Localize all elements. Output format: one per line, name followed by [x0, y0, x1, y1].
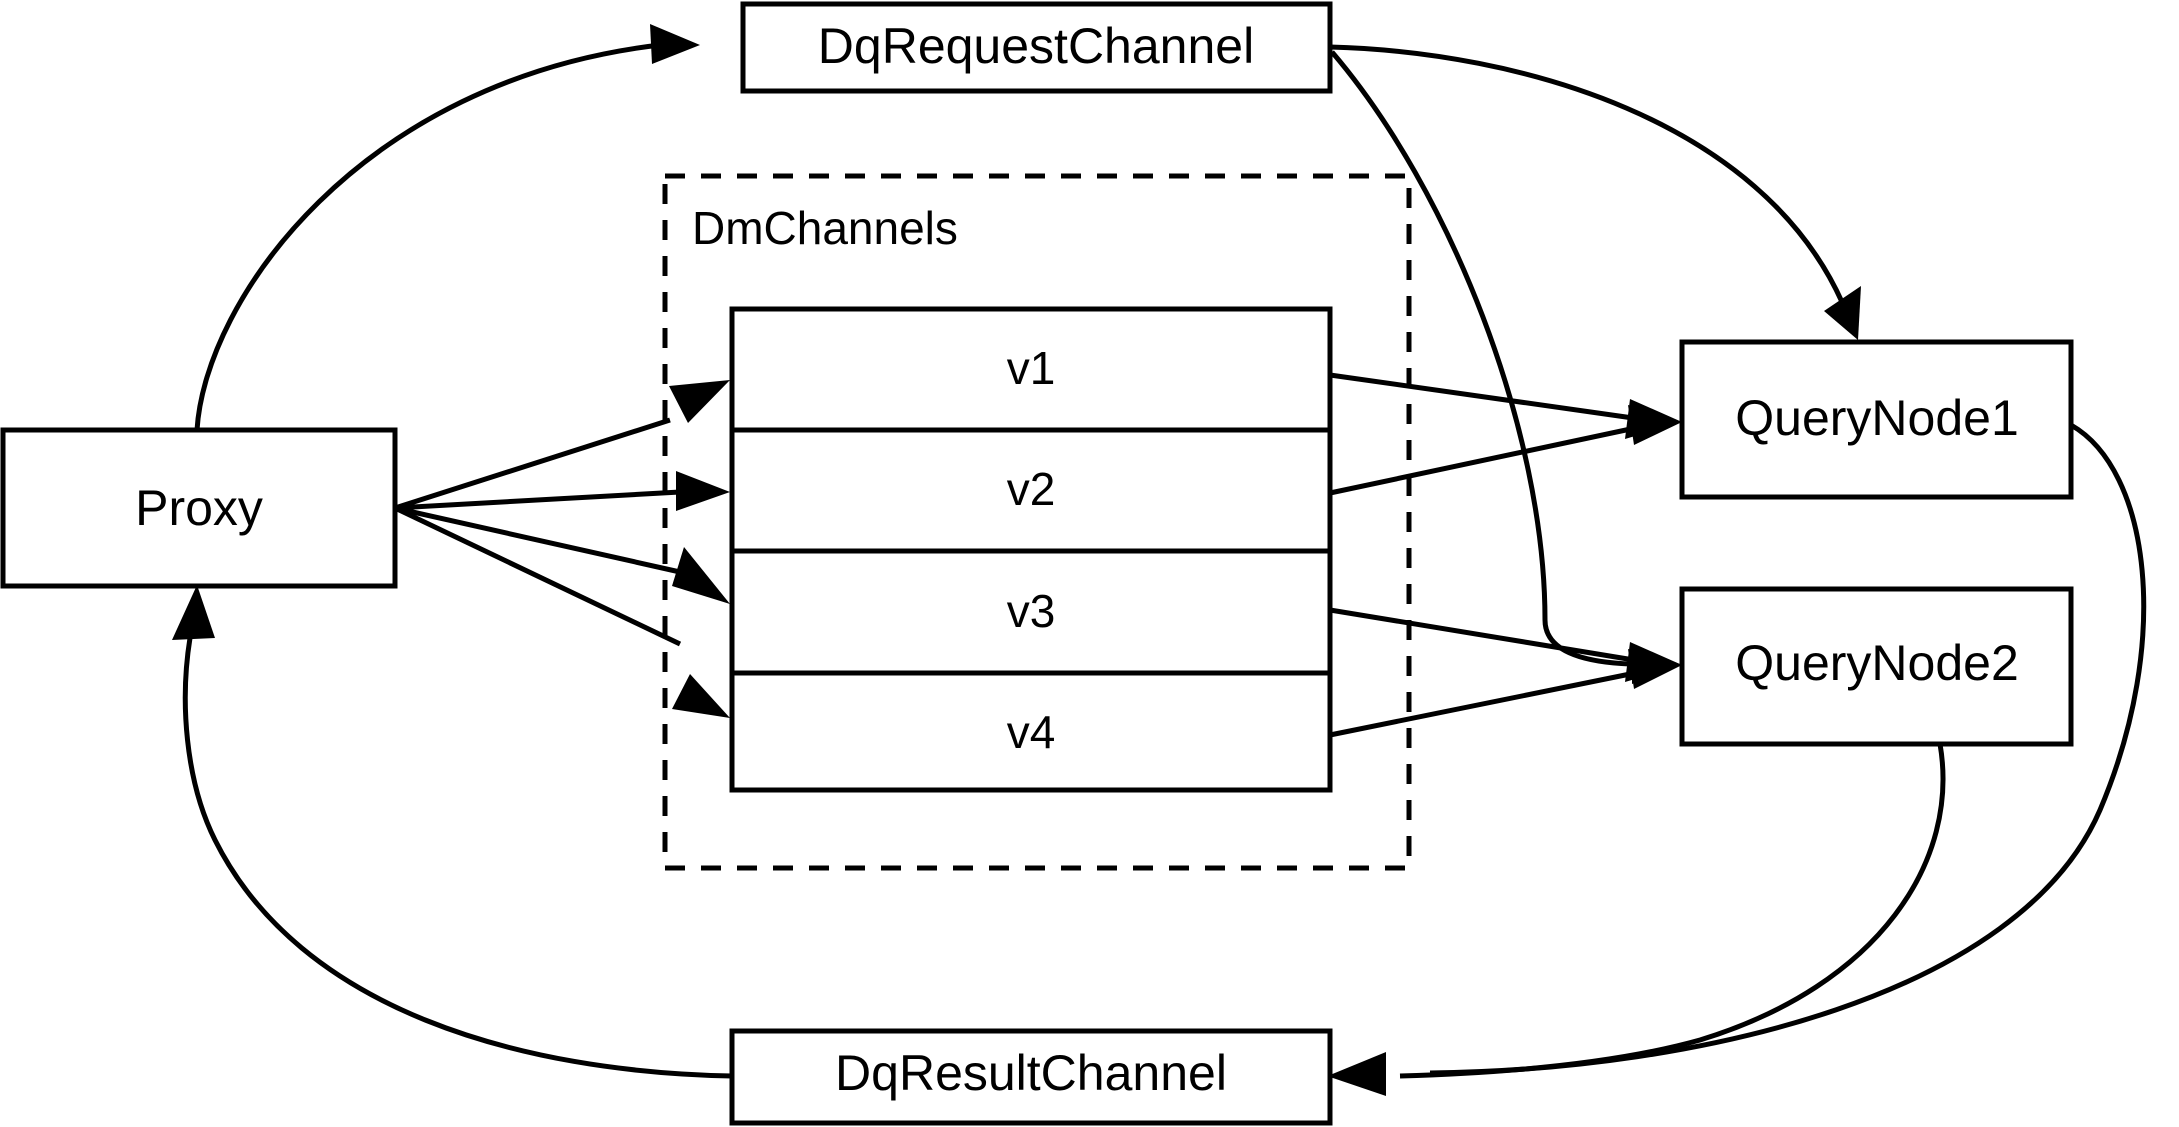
edge-proxy-to-v2 [394, 471, 730, 511]
edge-dqrequestchannel-to-querynode1 [1329, 44, 1861, 340]
edge-querynode2-to-dqresultchannel [1330, 743, 1946, 1096]
edge-dqresultchannel-to-proxy [172, 585, 733, 1079]
dm-channels-group-label: DmChannels [692, 202, 958, 254]
node-dq-request-channel-label: DqRequestChannel [818, 18, 1254, 74]
edge-v4-to-querynode2 [1329, 649, 1682, 738]
edge-dqrequestchannel-to-querynode2 [1330, 50, 1682, 684]
node-query-node-1-label: QueryNode1 [1735, 390, 2019, 446]
edge-v2-to-querynode1 [1329, 405, 1682, 496]
edge-proxy-to-v3 [394, 505, 730, 604]
node-query-node-2: QueryNode2 [1679, 586, 2074, 747]
channel-row-v1-label: v1 [1007, 342, 1056, 394]
channel-row-v2-label: v2 [1007, 463, 1056, 515]
node-proxy: Proxy [0, 427, 398, 589]
node-query-node-2-label: QueryNode2 [1735, 635, 2019, 691]
dm-channels-group: DmChannels [662, 173, 1412, 871]
node-proxy-label: Proxy [135, 480, 263, 536]
channel-row-v4-label: v4 [1007, 706, 1056, 758]
node-query-node-1: QueryNode1 [1679, 339, 2074, 500]
node-dq-request-channel: DqRequestChannel [740, 1, 1333, 94]
edge-querynode1-to-dqresultchannel [1330, 422, 2147, 1094]
edge-proxy-to-dqrequestchannel [194, 24, 700, 431]
channels-table: v1 v2 v3 v4 [729, 306, 1333, 793]
edge-v3-to-querynode2 [1329, 607, 1682, 682]
edge-proxy-to-v1 [394, 380, 730, 511]
edge-proxy-to-v4 [393, 505, 730, 718]
channel-row-v3-label: v3 [1007, 585, 1056, 637]
node-dq-result-channel: DqResultChannel [729, 1028, 1333, 1126]
node-dq-result-channel-label: DqResultChannel [835, 1045, 1227, 1101]
